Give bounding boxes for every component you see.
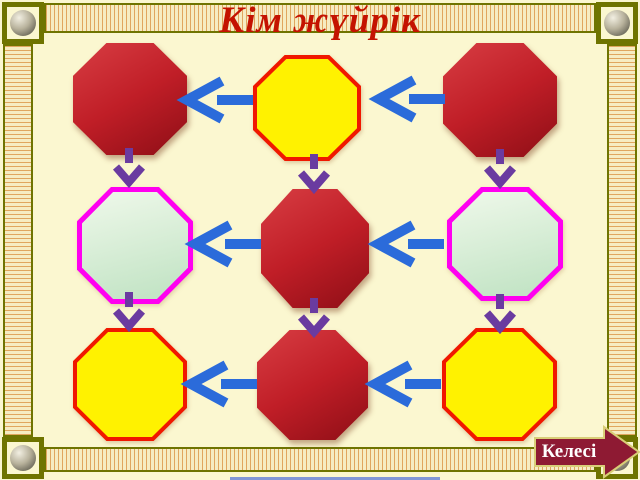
frame-band-left bbox=[3, 44, 33, 437]
octagon-r2c3-green[interactable] bbox=[447, 187, 563, 301]
window-edge-artifact bbox=[230, 477, 440, 480]
page-title: Кім жүйрік bbox=[219, 0, 421, 41]
octagon-r1c1-red[interactable] bbox=[73, 43, 187, 155]
octagon-border bbox=[73, 43, 187, 155]
octagon-fill bbox=[82, 192, 188, 299]
octagon-r3c1-yellow[interactable] bbox=[73, 328, 187, 441]
octagon-fill bbox=[452, 192, 558, 296]
next-arrow-icon bbox=[534, 425, 640, 479]
frame-band-right bbox=[607, 44, 637, 437]
octagon-border bbox=[257, 330, 368, 440]
sphere-icon bbox=[604, 10, 630, 36]
next-button-label: Келесі bbox=[541, 441, 597, 462]
sphere-icon bbox=[10, 10, 36, 36]
frame-corner-bottom-left bbox=[2, 437, 44, 479]
octagon-r1c3-red[interactable] bbox=[443, 43, 557, 157]
frame-corner-top-right bbox=[596, 2, 638, 44]
frame-corner-top-left bbox=[2, 2, 44, 44]
octagon-r2c1-green[interactable] bbox=[77, 187, 193, 304]
octagon-fill bbox=[77, 332, 183, 437]
sphere-icon bbox=[10, 445, 36, 471]
octagon-r1c2-yellow[interactable] bbox=[253, 55, 361, 161]
frame-band-bottom bbox=[44, 447, 596, 472]
octagon-r2c2-red[interactable] bbox=[261, 189, 369, 308]
octagon-border bbox=[261, 189, 369, 308]
octagon-border bbox=[443, 43, 557, 157]
octagon-fill bbox=[257, 59, 357, 157]
frame-band-top bbox=[44, 3, 596, 33]
octagon-r3c3-yellow[interactable] bbox=[442, 328, 557, 441]
octagon-fill bbox=[446, 332, 553, 437]
octagon-r3c2-red[interactable] bbox=[257, 330, 368, 440]
next-button[interactable]: Келесі bbox=[533, 424, 640, 480]
